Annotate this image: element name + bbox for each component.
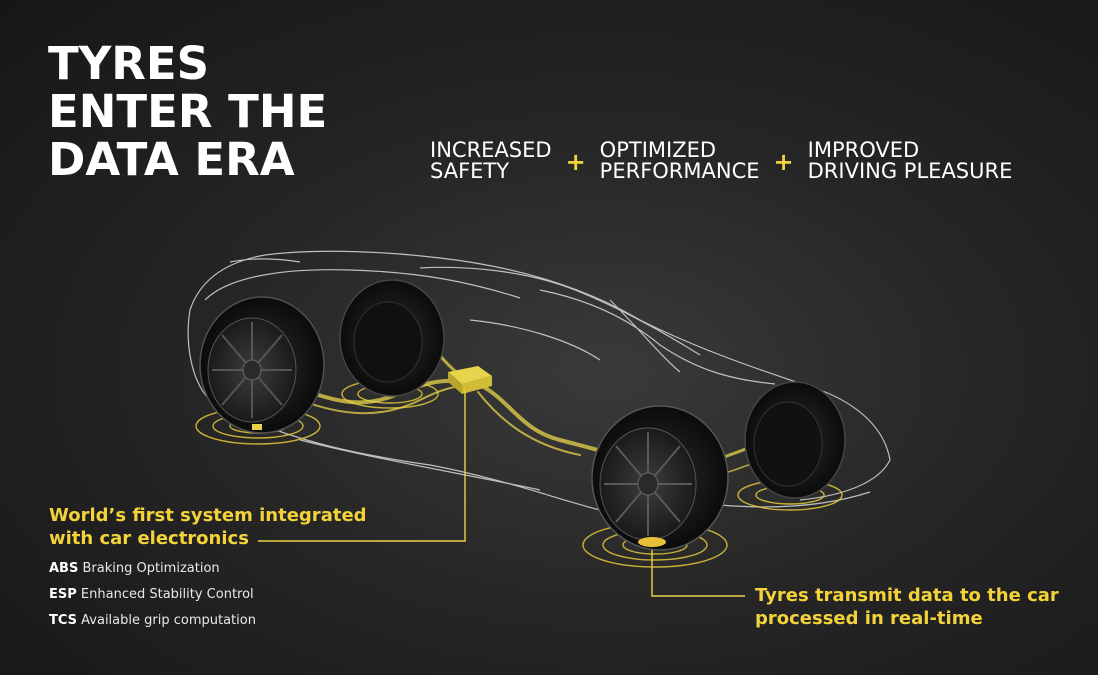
feature-esp-abbr: ESP [49,587,77,602]
plus-icon: + [773,148,794,176]
callout-integration: World’s first system integrated with car… [49,504,367,550]
plus-icon: + [565,148,586,176]
benefit-performance-line-2: PERFORMANCE [599,159,760,183]
feature-abs: ABS Braking Optimization [49,560,256,586]
feature-esp: ESP Enhanced Stability Control [49,586,256,612]
tyre-icon [199,296,325,434]
callout-data-transmission: Tyres transmit data to the car processed… [755,584,1059,630]
title-line-2: ENTER THE [48,85,328,138]
feature-abs-text: Braking Optimization [82,561,220,576]
callout-leader-lines [258,390,745,597]
benefit-safety: INCREASED SAFETY [430,140,552,182]
feature-abs-abbr: ABS [49,561,79,576]
tyre-icon [744,381,846,499]
feature-tcs-abbr: TCS [49,613,78,628]
benefit-driving-pleasure: IMPROVED DRIVING PLEASURE [808,140,1013,182]
feature-tcs: TCS Available grip computation [49,612,256,638]
feature-esp-text: Enhanced Stability Control [80,587,254,602]
benefit-driving-pleasure-line-1: IMPROVED [807,138,920,162]
callout-integration-line-1: World’s first system integrated [49,505,367,526]
callout-data-transmission-line-1: Tyres transmit data to the car [755,585,1059,606]
benefit-performance-line-1: OPTIMIZED [599,138,717,162]
callout-data-transmission-line-2: processed in real-time [755,608,983,629]
callout-integration-line-2: with car electronics [49,528,249,549]
car-outline [187,250,891,511]
benefit-safety-line-2: SAFETY [430,159,510,183]
title-line-3: DATA ERA [48,133,295,186]
feature-tcs-text: Available grip computation [81,613,256,628]
control-unit-icon [448,366,492,394]
feature-list: ABS Braking Optimization ESP Enhanced St… [49,560,256,638]
benefit-safety-line-1: INCREASED [430,138,552,162]
benefit-performance: OPTIMIZED PERFORMANCE [600,140,760,182]
tyre-icon [591,405,729,551]
title-line-1: TYRES [48,37,210,90]
benefit-driving-pleasure-line-2: DRIVING PLEASURE [807,159,1013,183]
tyre-icon [339,279,445,397]
page-title: TYRES ENTER THE DATA ERA [48,40,327,184]
benefits-row: INCREASED SAFETY + OPTIMIZED PERFORMANCE… [430,140,1012,182]
